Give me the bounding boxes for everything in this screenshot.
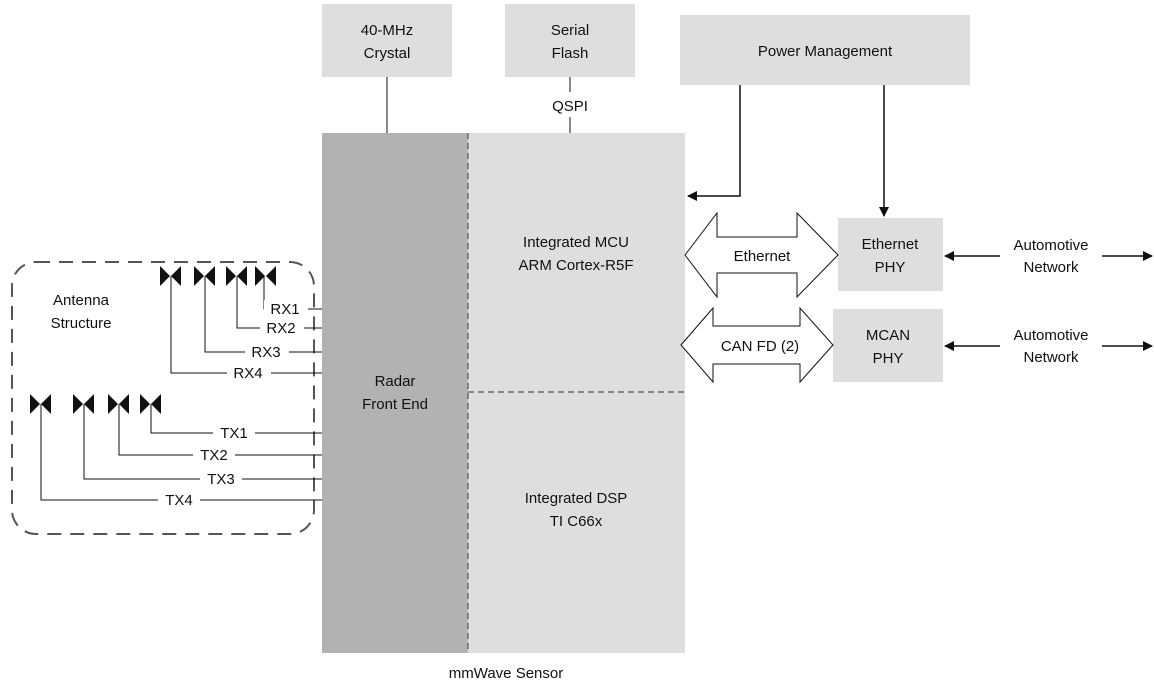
power-management-label: Power Management (758, 43, 893, 60)
network-label-bottom-line2: Network (1023, 349, 1079, 366)
rx4-line (170, 276, 322, 374)
rx1-antenna-icon (255, 266, 276, 286)
rx3-antenna-icon (194, 266, 215, 286)
radar-front-end-block (322, 133, 468, 653)
tx2-line (118, 404, 322, 456)
serial-flash-label-line1: Serial (551, 22, 589, 39)
qspi-label: QSPI (552, 98, 588, 115)
tx2-label-bg (193, 446, 235, 463)
mcan-phy-block (833, 309, 943, 382)
tx1-label-bg (213, 424, 255, 441)
rx3-label: RX3 (251, 344, 280, 361)
antenna-structure-label-line1: Antenna (53, 292, 110, 309)
tx3-label-bg (200, 470, 242, 487)
tx1-label: TX1 (220, 425, 248, 442)
can-fd-bus-label: CAN FD (2) (721, 338, 799, 355)
serial-flash-label-line2: Flash (552, 45, 589, 62)
rx1-label-bg (264, 300, 308, 317)
power-to-chip-arrow (687, 85, 741, 201)
dsp-label-line2: TI C66x (550, 513, 603, 530)
rx1-label: RX1 (270, 301, 299, 318)
network-label-bg-top (1000, 236, 1102, 278)
crystal-label-line2: Crystal (364, 45, 411, 62)
tx1-antenna-icon (140, 394, 161, 414)
tx2-label: TX2 (200, 447, 228, 464)
antenna-structure-boundary (11, 261, 315, 535)
can-fd-bus-arrow (680, 306, 834, 384)
tx2-antenna-icon (108, 394, 129, 414)
rx2-label: RX2 (266, 320, 295, 337)
dsp-label-line1: Integrated DSP (525, 490, 628, 507)
rx2-label-bg (260, 319, 304, 336)
network-label-top-line1: Automotive (1013, 237, 1088, 254)
serial-flash-block (505, 4, 635, 77)
crystal-label-line1: 40-MHz (361, 22, 414, 39)
radar-front-end-label-line1: Radar (375, 373, 416, 390)
mcu-label-line1: Integrated MCU (523, 234, 629, 251)
tx4-antenna-icon (30, 394, 51, 414)
rx4-label-bg (227, 364, 271, 381)
tx4-line (40, 404, 322, 501)
processor-block (468, 133, 685, 653)
ethernet-phy-label-line2: PHY (875, 259, 906, 276)
power-management-block (680, 15, 970, 85)
ethernet-bus-arrow (684, 211, 839, 299)
ethernet-bus-label: Ethernet (734, 248, 792, 265)
network-label-top-line2: Network (1023, 259, 1079, 276)
network-label-bg-bottom (1000, 326, 1102, 368)
rx4-antenna-icon (160, 266, 181, 286)
mcan-phy-label-line1: MCAN (866, 327, 910, 344)
crystal-block (322, 4, 452, 77)
tx3-antenna-icon (73, 394, 94, 414)
mcu-label-line2: ARM Cortex-R5F (518, 257, 633, 274)
radar-front-end-label-line2: Front End (362, 396, 428, 413)
ethernet-phy-label-line1: Ethernet (862, 236, 920, 253)
antenna-structure-label-line2: Structure (51, 315, 112, 332)
tx4-label: TX4 (165, 492, 193, 509)
rx2-antenna-icon (226, 266, 247, 286)
network-label-bottom-line1: Automotive (1013, 327, 1088, 344)
tx1-line (150, 404, 322, 434)
tx3-line (83, 404, 322, 480)
tx4-label-bg (158, 491, 200, 508)
ethernet-phy-block (838, 218, 943, 291)
rx4-label: RX4 (233, 365, 262, 382)
mmwave-sensor-label: mmWave Sensor (449, 665, 563, 682)
tx3-label: TX3 (207, 471, 235, 488)
mcan-phy-label-line2: PHY (873, 350, 904, 367)
rx3-label-bg (245, 343, 289, 360)
